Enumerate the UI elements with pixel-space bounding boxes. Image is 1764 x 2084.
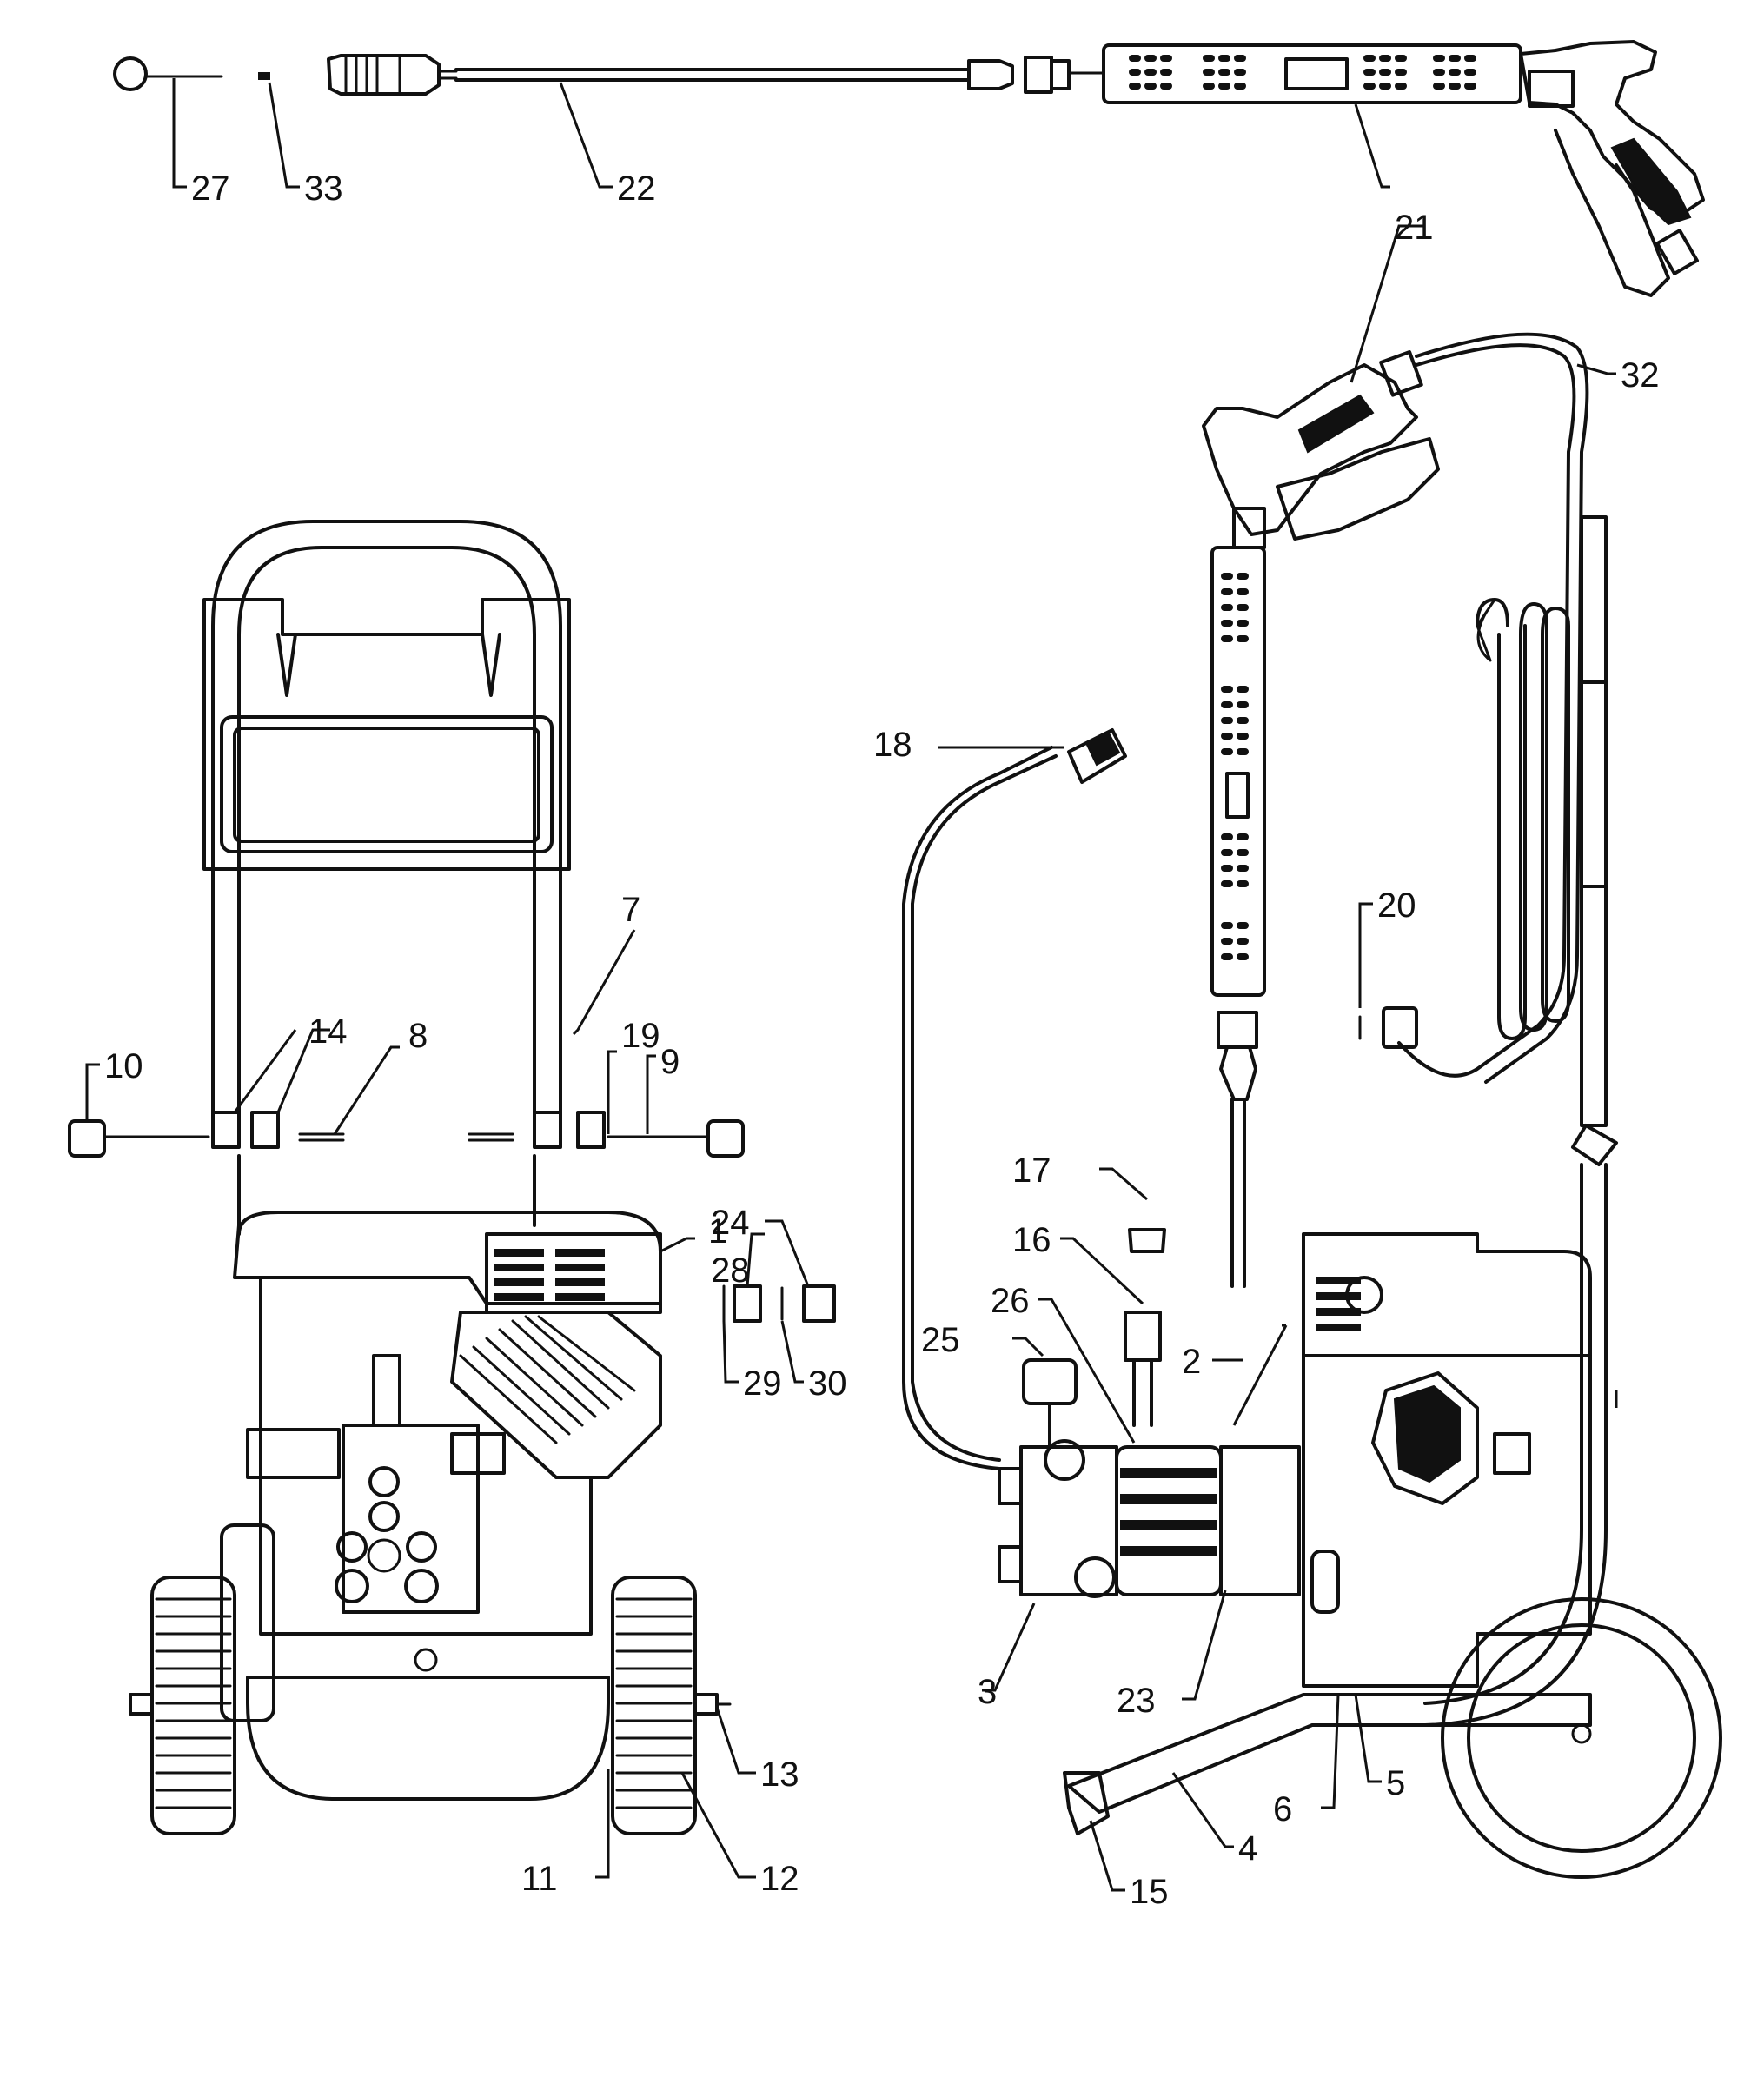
callout-label: 8	[408, 1017, 428, 1055]
handle-frame-drawing	[202, 520, 571, 1123]
spray-gun-side-drawing	[1202, 363, 1440, 1288]
engine-side-drawing	[998, 1228, 1722, 1879]
callout-label: 16	[1012, 1221, 1051, 1259]
callout-label: 4	[1238, 1829, 1257, 1868]
fittings-drawing	[722, 1284, 836, 1323]
callout-label: 6	[1273, 1790, 1292, 1828]
spray-wand-detached-group	[113, 40, 1705, 297]
callout-label: 26	[991, 1282, 1030, 1320]
callout-label: 3	[978, 1673, 997, 1711]
callout-label: 11	[521, 1860, 558, 1898]
callout-labels: 27 33 22 21 32 18 20 17 16 26 25 2 3 23 …	[104, 169, 1660, 1911]
callout-label: 2	[1182, 1343, 1201, 1381]
callout-label: 24	[711, 1204, 750, 1242]
high-pressure-hose-drawing	[1358, 332, 1589, 1084]
callout-label: 20	[1377, 886, 1416, 925]
callout-label: 30	[808, 1364, 847, 1403]
callout-label: 12	[760, 1860, 799, 1898]
wand-extension-drawing	[454, 56, 1105, 94]
callout-label: 22	[617, 169, 656, 208]
callout-label: 32	[1621, 356, 1660, 395]
handle-bolts-drawing	[68, 1111, 745, 1158]
chemical-hose-drawing	[902, 728, 1127, 1470]
pressure-washer-side-group	[902, 332, 1722, 1879]
callout-label: 25	[921, 1321, 960, 1359]
quick-coupler-drawing	[327, 54, 458, 96]
nozzle-cleaning-pin-drawing	[113, 56, 270, 91]
callout-label: 10	[104, 1047, 143, 1085]
callout-label: 21	[1395, 209, 1434, 247]
callout-label: 17	[1012, 1152, 1051, 1190]
handle-rail-side-drawing	[1423, 515, 1618, 1727]
callout-leaders	[85, 78, 1618, 1892]
callout-label: 18	[873, 726, 912, 764]
callout-label: 19	[621, 1017, 660, 1055]
callout-label: 15	[1130, 1873, 1169, 1911]
callout-label: 33	[304, 169, 343, 208]
callout-label: 1	[708, 1212, 727, 1251]
engine-front-drawing	[233, 1154, 662, 1672]
callout-label: 27	[191, 169, 230, 208]
callout-label: 7	[621, 891, 640, 929]
wheels-front-drawing	[129, 1523, 732, 1835]
callout-label: 29	[743, 1364, 782, 1403]
callout-label: 14	[308, 1012, 348, 1051]
callout-label: 9	[660, 1043, 680, 1081]
callout-label: 5	[1386, 1764, 1405, 1802]
spray-gun-upper-drawing	[1102, 40, 1705, 297]
callout-label: 13	[760, 1755, 799, 1794]
pressure-washer-front-group	[68, 520, 836, 1835]
callout-label: 28	[711, 1251, 750, 1290]
callout-label: 23	[1117, 1682, 1156, 1720]
